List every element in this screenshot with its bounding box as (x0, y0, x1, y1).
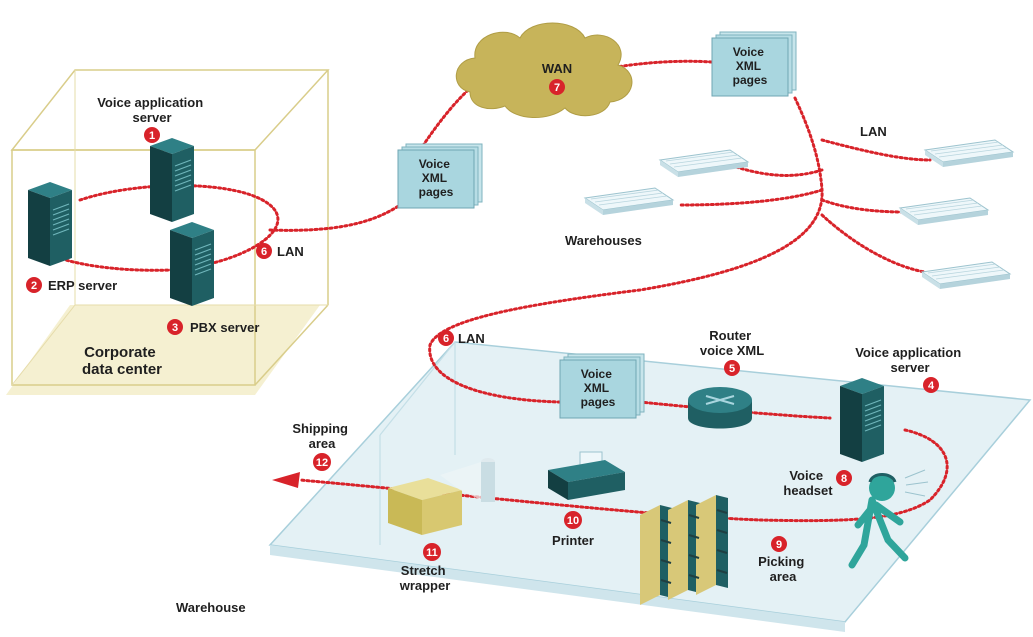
warehouse-voice-server-label: Voice application server (855, 345, 965, 375)
badge-5: 5 (724, 360, 740, 376)
svg-text:4: 4 (928, 380, 935, 392)
badge-9: 9 (771, 536, 787, 552)
svg-text:6: 6 (443, 333, 449, 345)
picking-area-label: Picking area (758, 554, 808, 584)
wan-label: WAN (542, 61, 572, 76)
worker-with-voice-headset-icon (848, 469, 929, 569)
warehouse-tray (921, 261, 1011, 290)
lan-label-left: LAN (277, 244, 304, 259)
badge-11: 11 (423, 543, 441, 561)
warehouse-tray (659, 149, 749, 178)
svg-text:12: 12 (316, 457, 328, 469)
warehouse-tray (899, 197, 989, 226)
badge-7: 7 (549, 79, 565, 95)
svg-text:2: 2 (31, 280, 37, 292)
svg-text:6: 6 (261, 246, 267, 258)
stretch-wrapper-label: Stretch wrapper (399, 563, 451, 593)
stretch-wrapper-icon (388, 458, 495, 535)
badge-1: 1 (144, 127, 160, 143)
svg-text:9: 9 (776, 539, 782, 551)
svg-text:10: 10 (567, 515, 579, 527)
lan-label-right: LAN (860, 124, 887, 139)
voice-xml-pages-label-corporate: Voice XML pages (419, 157, 454, 199)
warehouses-label: Warehouses (565, 233, 642, 248)
corporate-data-center-label: Corporate data center (82, 344, 162, 378)
badge-10: 10 (564, 511, 582, 529)
pbx-server-label: PBX server (190, 320, 259, 335)
voice-headset-label: Voice headset (783, 468, 833, 498)
svg-text:3: 3 (172, 322, 178, 334)
shipping-arrow-icon (272, 472, 300, 488)
picking-area-shelves-icon (640, 495, 728, 605)
svg-text:8: 8 (841, 473, 847, 485)
printer-label: Printer (552, 533, 594, 548)
badge-8: 8 (836, 470, 852, 486)
wan-cloud-icon (455, 22, 633, 119)
svg-text:11: 11 (426, 547, 438, 559)
badge-6-left: 6 (256, 243, 272, 259)
voice-application-server-icon (149, 137, 195, 223)
warehouse-tray (924, 139, 1014, 168)
shipping-area-label: Shipping area (292, 421, 351, 451)
erp-server-label: ERP server (48, 278, 117, 293)
router-icon (688, 387, 752, 429)
voice-xml-pages-label-wan: Voice XML pages (733, 45, 768, 87)
lan-label-mid: LAN (458, 331, 485, 346)
svg-text:1: 1 (149, 130, 155, 142)
erp-server-icon (27, 181, 73, 267)
printer-icon (548, 451, 625, 500)
voice-xml-pages-label-warehouse: Voice XML pages (581, 367, 616, 409)
badge-12: 12 (313, 453, 331, 471)
svg-text:5: 5 (729, 363, 735, 375)
router-label: Router voice XML (700, 328, 764, 358)
badge-3: 3 (167, 319, 183, 335)
voice-app-server-label: Voice application server (97, 95, 207, 125)
corporate-data-center-box (6, 69, 330, 395)
badge-2: 2 (26, 277, 42, 293)
warehouse-tray (584, 187, 674, 216)
warehouse-voice-server-icon (839, 377, 885, 463)
badge-4: 4 (923, 377, 939, 393)
warehouse-label: Warehouse (176, 600, 246, 615)
pbx-server-icon (169, 221, 215, 307)
badge-6-mid: 6 (438, 330, 454, 346)
svg-text:7: 7 (554, 82, 560, 94)
